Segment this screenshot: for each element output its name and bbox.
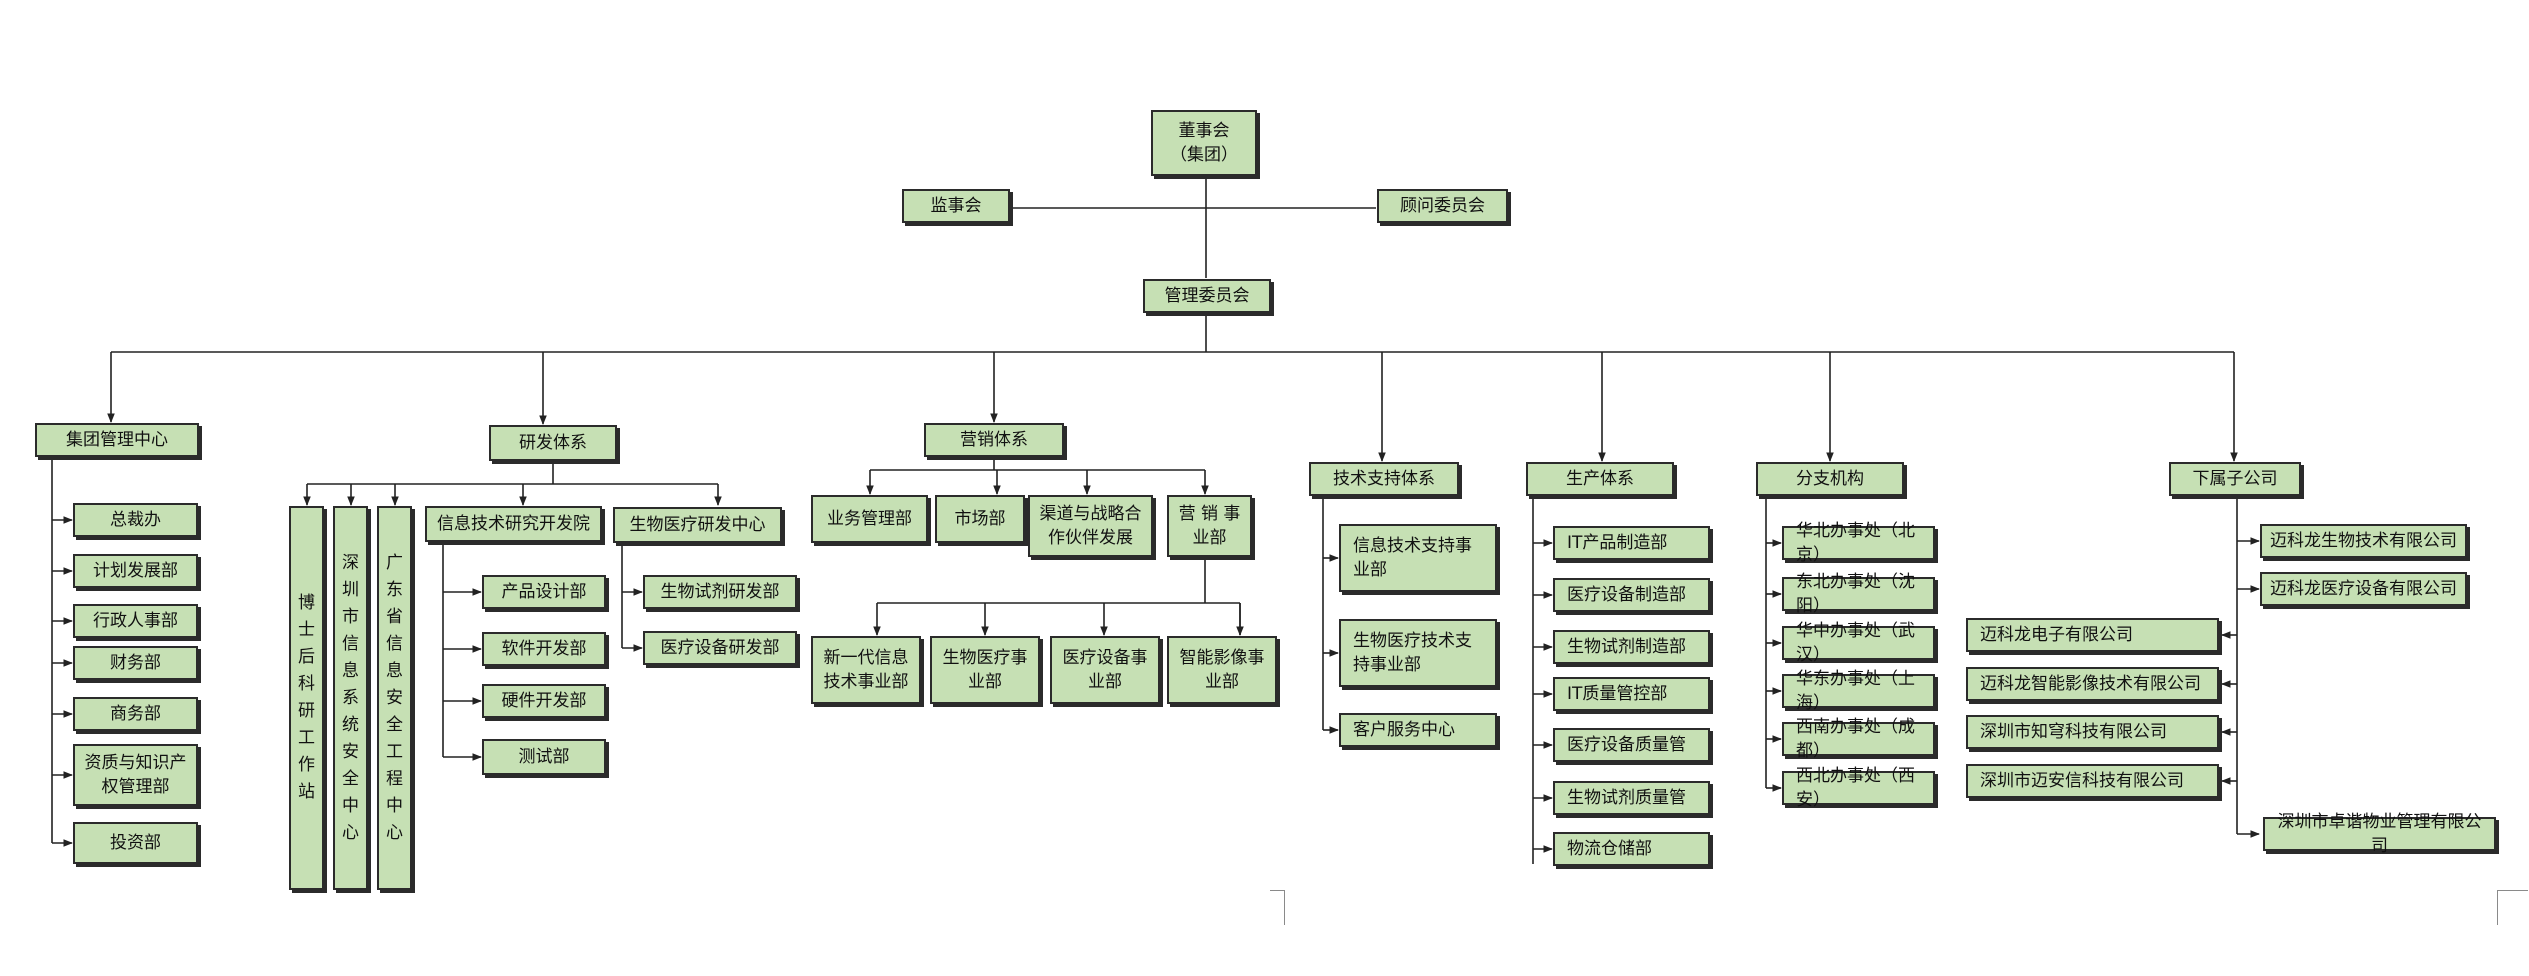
group-mgmt-item: 行政人事部 xyxy=(73,604,198,638)
it-institute-box: 信息技术研究开发院 xyxy=(425,506,602,542)
bio-center-item: 生物试剂研发部 xyxy=(643,575,797,609)
marketing-item: 营 销 事 业部 xyxy=(1167,495,1252,557)
branch-item: 华东办事处（上海） xyxy=(1782,669,1935,713)
group-mgmt-item: 资质与知识产 权管理部 xyxy=(73,744,198,806)
group-mgmt-item: 投资部 xyxy=(73,822,198,864)
branch-item: 西北办事处（西安） xyxy=(1782,766,1935,810)
production-item: 医疗设备质量管 xyxy=(1553,728,1710,762)
tech-support-item: 信息技术支持事 业部 xyxy=(1339,524,1497,592)
rd-vertical-unit: 深圳市信息系统安全中心 xyxy=(333,506,368,890)
branch-item: 华北办事处（北京） xyxy=(1782,521,1935,565)
supervisory-box: 监事会 xyxy=(902,189,1010,223)
branch-item: 西南办事处（成都） xyxy=(1782,717,1935,761)
group-mgmt-item: 计划发展部 xyxy=(73,554,198,588)
marketing-sub-item: 智能影像事 业部 xyxy=(1167,636,1277,704)
it-institute-item: 硬件开发部 xyxy=(482,684,606,718)
rd-title: 研发体系 xyxy=(489,425,617,461)
rd-vertical-label: 深圳市信息系统安全中心 xyxy=(342,552,359,843)
rd-vertical-label: 广东省信息安全工程中心 xyxy=(386,552,403,843)
marketing-item: 业务管理部 xyxy=(811,495,928,543)
production-item: 生物试剂质量管 xyxy=(1553,781,1710,815)
production-item: 物流仓储部 xyxy=(1553,832,1710,866)
subsidiary-item: 迈科龙生物技术有限公司 xyxy=(2260,524,2467,558)
tech-support-title: 技术支持体系 xyxy=(1309,462,1459,496)
marketing-sub-item: 生物医疗事 业部 xyxy=(930,636,1040,704)
rd-vertical-unit: 博士后科研工作站 xyxy=(289,506,324,890)
subsidiary-item: 迈科龙智能影像技术有限公司 xyxy=(1966,667,2219,701)
production-item: 医疗设备制造部 xyxy=(1553,578,1710,612)
subsidiary-item: 深圳市知穹科技有限公司 xyxy=(1966,715,2219,749)
group-mgmt-item: 商务部 xyxy=(73,697,198,731)
marketing-sub-item: 新一代信息 技术事业部 xyxy=(811,636,921,704)
subsidiary-item: 迈科龙电子有限公司 xyxy=(1966,618,2219,652)
production-item: IT产品制造部 xyxy=(1553,526,1710,560)
group-mgmt-item: 财务部 xyxy=(73,646,198,680)
production-item: IT质量管控部 xyxy=(1553,677,1710,711)
marketing-title: 营销体系 xyxy=(924,423,1064,457)
management-box: 管理委员会 xyxy=(1143,279,1271,313)
bio-center-box: 生物医疗研发中心 xyxy=(613,507,782,543)
it-institute-item: 软件开发部 xyxy=(482,632,606,666)
rd-vertical-unit: 广东省信息安全工程中心 xyxy=(377,506,412,890)
branch-item: 东北办事处（沈阳） xyxy=(1782,572,1935,616)
production-item: 生物试剂制造部 xyxy=(1553,630,1710,664)
advisory-box: 顾问委员会 xyxy=(1377,189,1508,223)
subsidiaries-title: 下属子公司 xyxy=(2169,462,2301,496)
production-title: 生产体系 xyxy=(1526,462,1674,496)
page-corner-mark xyxy=(2497,890,2528,925)
subsidiary-item: 深圳市卓谐物业管理有限公司 xyxy=(2263,812,2496,856)
group-mgmt-title: 集团管理中心 xyxy=(35,423,199,457)
tech-support-item: 客户服务中心 xyxy=(1339,713,1497,747)
board-box: 董事会 （集团） xyxy=(1151,110,1257,176)
bio-center-item: 医疗设备研发部 xyxy=(643,631,797,665)
tech-support-item: 生物医疗技术支 持事业部 xyxy=(1339,619,1497,687)
it-institute-item: 产品设计部 xyxy=(482,575,606,609)
marketing-sub-item: 医疗设备事 业部 xyxy=(1050,636,1160,704)
subsidiary-item: 深圳市迈安信科技有限公司 xyxy=(1966,764,2219,798)
it-institute-item: 测试部 xyxy=(482,739,606,775)
branch-item: 华中办事处（武汉） xyxy=(1782,621,1935,665)
rd-vertical-label: 博士后科研工作站 xyxy=(298,593,315,802)
marketing-item: 渠道与战略合 作伙伴发展 xyxy=(1028,495,1153,557)
page-corner-mark xyxy=(1270,890,1285,925)
subsidiary-item: 迈科龙医疗设备有限公司 xyxy=(2260,572,2467,606)
marketing-item: 市场部 xyxy=(935,495,1025,543)
group-mgmt-item: 总裁办 xyxy=(73,503,198,537)
branches-title: 分支机构 xyxy=(1756,462,1904,496)
